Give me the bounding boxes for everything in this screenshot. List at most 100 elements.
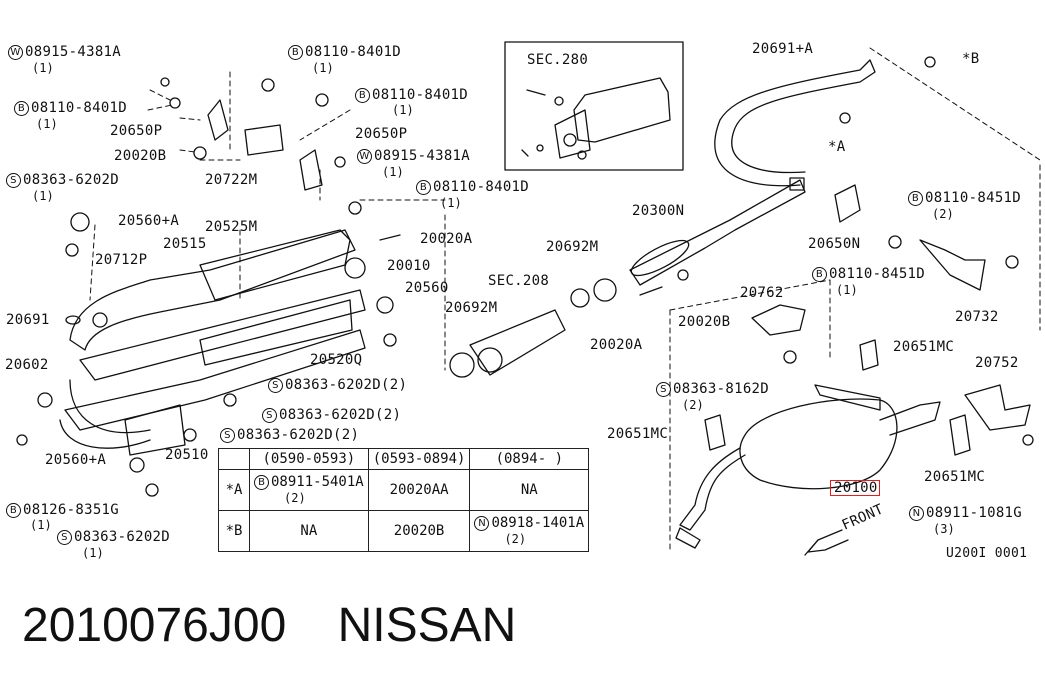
quantity: (1) bbox=[30, 518, 52, 532]
nut-prefix-icon: N bbox=[474, 516, 490, 531]
quantity: (1) bbox=[32, 61, 54, 75]
nut-prefix-icon: N bbox=[909, 506, 924, 521]
label-20020b-a: 20020B bbox=[114, 148, 167, 164]
label-sec208: SEC.208 bbox=[488, 273, 550, 289]
quantity: (1) bbox=[836, 283, 858, 297]
part-number: 08110-8451D bbox=[829, 266, 926, 282]
label-20691a: 20691+A bbox=[752, 41, 814, 57]
bolt-prefix-icon: B bbox=[6, 503, 21, 518]
label-reference: U200I 0001 bbox=[946, 546, 1028, 561]
quantity: (2) bbox=[682, 398, 704, 412]
label-20560a-a: 20560+A bbox=[118, 213, 180, 229]
quantity: (1) bbox=[312, 61, 334, 75]
screw-prefix-icon: S bbox=[268, 378, 283, 393]
bolt-prefix-icon: B bbox=[288, 45, 303, 60]
screw-prefix-icon: S bbox=[57, 530, 72, 545]
label-20650n: 20650N bbox=[808, 236, 861, 252]
label-20752: 20752 bbox=[975, 355, 1019, 371]
part-number: 08363-6202D bbox=[23, 172, 120, 188]
table-cell: 20020B bbox=[367, 510, 471, 552]
bolt-prefix-icon: B bbox=[355, 88, 370, 103]
quantity: (2) bbox=[932, 207, 954, 221]
part-number: 08110-8401D bbox=[372, 87, 469, 103]
label-20560a-b: 20560+A bbox=[45, 452, 107, 468]
label-20515: 20515 bbox=[163, 236, 207, 252]
footer-part-number: 2010076J00 bbox=[22, 599, 287, 652]
label-20691: 20691 bbox=[6, 312, 50, 328]
label-20651mc-b: 20651MC bbox=[607, 426, 669, 442]
quantity: (2) bbox=[284, 491, 306, 505]
part-number: 08126-8351G bbox=[23, 502, 120, 518]
inset-frame bbox=[504, 41, 684, 171]
part-number: 08363-8162D bbox=[673, 381, 770, 397]
part-number: 08363-6202D(2) bbox=[279, 407, 402, 423]
label-20712p: 20712P bbox=[95, 252, 148, 268]
screw-prefix-icon: S bbox=[262, 408, 277, 423]
label-20650p-b: 20650P bbox=[355, 126, 408, 142]
label-sec280: SEC.280 bbox=[527, 52, 589, 68]
label-20560: 20560 bbox=[405, 280, 449, 296]
part-number: 08915-4381A bbox=[25, 44, 122, 60]
part-number: 08915-4381A bbox=[374, 148, 471, 164]
part-number: 08363-6202D bbox=[74, 529, 171, 545]
part-number: 08110-8401D bbox=[31, 100, 128, 116]
screw-prefix-icon: S bbox=[656, 382, 671, 397]
table-cell bbox=[218, 448, 250, 470]
label-20300n: 20300N bbox=[632, 203, 685, 219]
label-20520q: 20520Q bbox=[310, 352, 363, 368]
part-number: 08911-1081G bbox=[926, 505, 1023, 521]
quantity: (1) bbox=[440, 196, 462, 210]
label-20650p-a: 20650P bbox=[110, 123, 163, 139]
footer-caption: 2010076J00 NISSAN bbox=[22, 596, 516, 656]
label-20602: 20602 bbox=[5, 357, 49, 373]
label-20651mc-c: 20651MC bbox=[924, 469, 986, 485]
label-star-a: *A bbox=[828, 139, 846, 155]
part-number: 08918-1401A bbox=[491, 515, 585, 531]
label-20100: 20100 bbox=[834, 480, 878, 496]
part-number: 08363-6202D(2) bbox=[285, 377, 408, 393]
part-number: 08110-8401D bbox=[433, 179, 530, 195]
label-20651mc-a: 20651MC bbox=[893, 339, 955, 355]
table-cell: NA bbox=[249, 510, 369, 552]
table-header: (0894- ) bbox=[469, 448, 590, 470]
label-20732: 20732 bbox=[955, 309, 999, 325]
quantity: (2) bbox=[504, 532, 527, 546]
footer-brand: NISSAN bbox=[337, 599, 517, 652]
label-20692m-a: 20692M bbox=[546, 239, 599, 255]
label-20510: 20510 bbox=[165, 447, 209, 463]
label-20020a-a: 20020A bbox=[420, 231, 473, 247]
table-header-row: (0590-0593) (0593-0894) (0894- ) bbox=[218, 448, 590, 470]
label-20722m: 20722M bbox=[205, 172, 258, 188]
quantity: (1) bbox=[82, 546, 104, 560]
quantity: (1) bbox=[32, 189, 54, 203]
quantity: (1) bbox=[36, 117, 58, 131]
bolt-prefix-icon: B bbox=[254, 475, 269, 490]
bolt-prefix-icon: B bbox=[812, 267, 827, 282]
table-header: (0593-0894) bbox=[367, 448, 471, 470]
diagram-drawing bbox=[16, 41, 1041, 556]
label-20692m-b: 20692M bbox=[445, 300, 498, 316]
table-row-key: *B bbox=[218, 510, 250, 552]
label-20010: 20010 bbox=[387, 258, 431, 274]
bolt-prefix-icon: B bbox=[908, 191, 923, 206]
